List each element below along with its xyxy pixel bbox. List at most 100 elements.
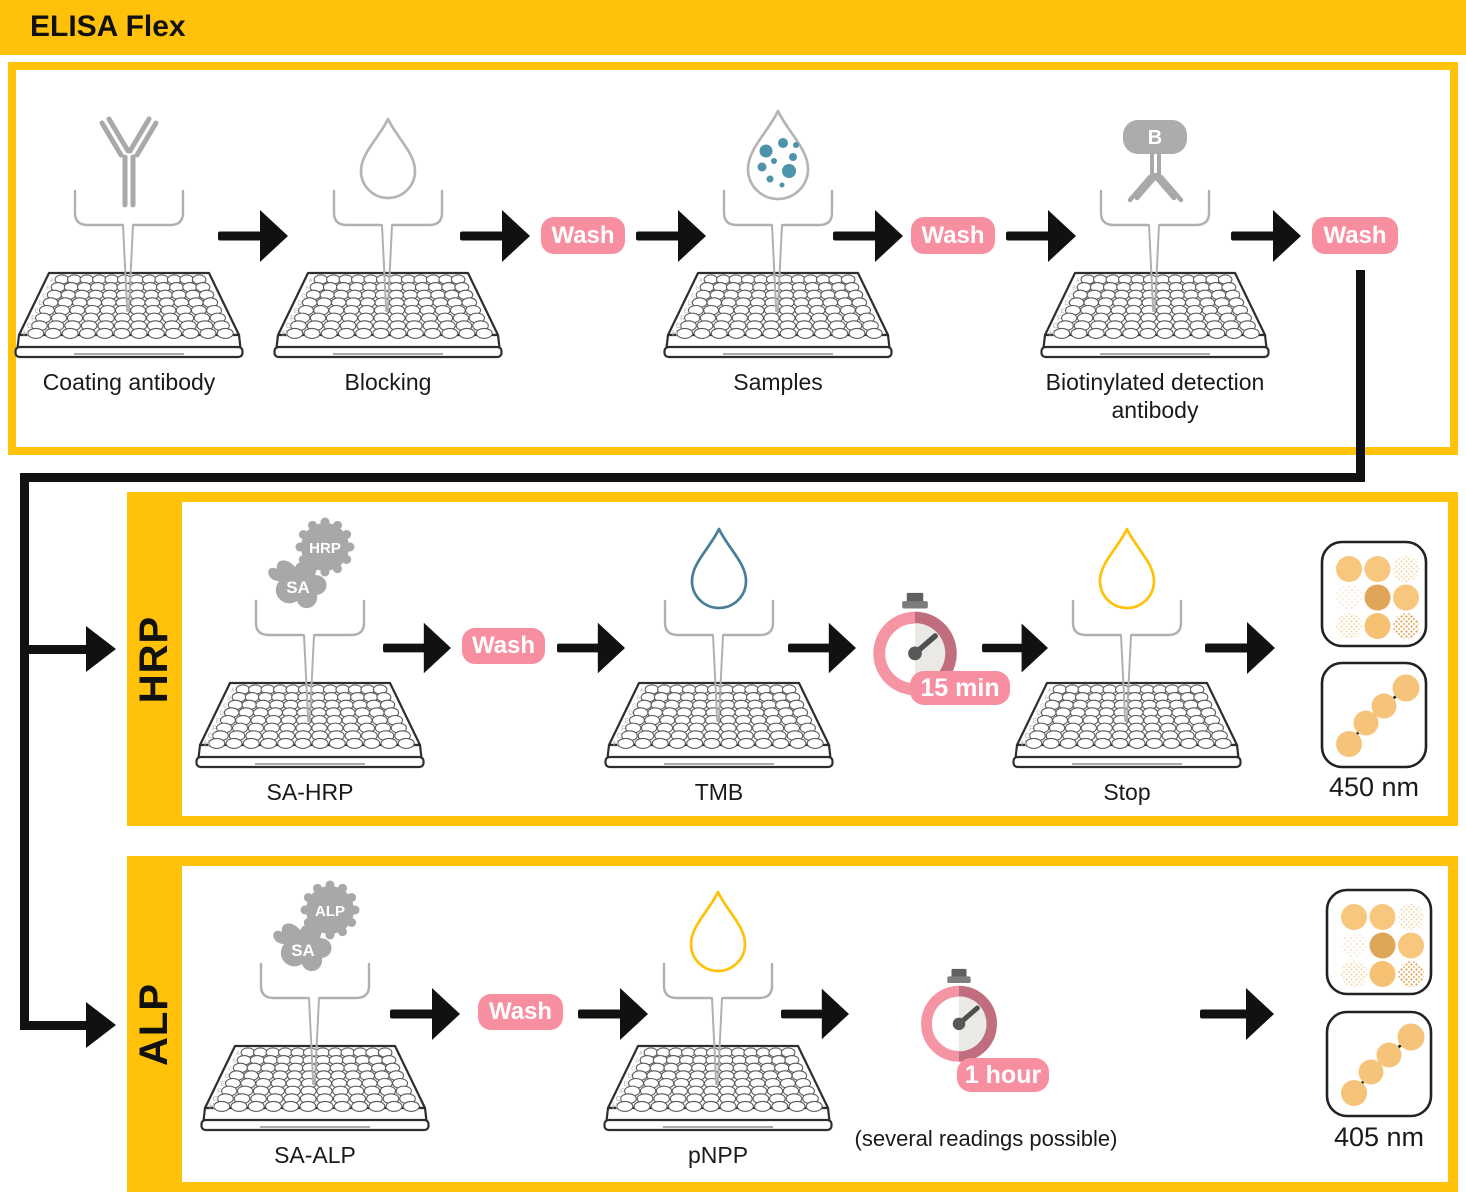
svg-text:D: D: [628, 710, 633, 717]
flow-arrow-icon: [833, 210, 903, 262]
svg-text:C: C: [228, 1066, 232, 1072]
svg-text:C: C: [301, 293, 305, 299]
svg-text:HRP: HRP: [309, 540, 341, 557]
svg-text:G: G: [213, 1094, 219, 1103]
svg-text:E: E: [216, 718, 221, 725]
svg-text:E: E: [221, 1081, 226, 1088]
svg-text:B: B: [1148, 127, 1162, 149]
hrp-tag: HRP: [127, 492, 182, 826]
wash-label: Wash: [921, 221, 985, 249]
flow-arrow-icon: [982, 623, 1048, 673]
svg-text:H: H: [204, 739, 210, 748]
svg-text:G: G: [27, 321, 33, 330]
flow-arrow-icon: [557, 622, 625, 674]
wash-badge: Wash: [462, 628, 545, 664]
svg-text:B: B: [46, 286, 50, 292]
svg-text:F: F: [290, 316, 294, 323]
wash-label: Wash: [551, 221, 615, 249]
svg-text:G: G: [1025, 731, 1031, 740]
svg-text:A: A: [699, 278, 703, 284]
svg-text:B: B: [636, 696, 640, 702]
flow-arrow-icon: [390, 988, 460, 1040]
svg-text:H: H: [209, 1102, 215, 1111]
top-panel-inner: [16, 70, 1450, 447]
svg-text:D: D: [627, 1073, 632, 1080]
svg-text:G: G: [616, 1094, 622, 1103]
connector-line: [20, 473, 1365, 482]
svg-text:G: G: [208, 731, 214, 740]
step-label: SA-ALP: [274, 1142, 356, 1168]
svg-text:A: A: [236, 1051, 240, 1057]
svg-text:F: F: [1057, 316, 1061, 323]
alp-tag: ALP: [127, 856, 182, 1192]
wash-badge: Wash: [541, 217, 625, 254]
svg-text:B: B: [227, 696, 231, 702]
svg-text:B: B: [635, 1059, 639, 1065]
step-label: Stop: [1103, 779, 1151, 805]
standard-curve-readout: [1325, 1010, 1433, 1118]
arrowhead-icon: [86, 626, 116, 672]
svg-text:G: G: [617, 731, 623, 740]
well-grid-readout: [1320, 540, 1428, 648]
well-grid-readout: [1325, 888, 1433, 996]
svg-text:A: A: [50, 278, 54, 284]
svg-text:A: A: [1076, 278, 1080, 284]
wash-badge: Wash: [478, 994, 563, 1030]
svg-text:C: C: [632, 703, 636, 709]
alp-panel: ALP: [127, 856, 1458, 1192]
wavelength-label: 450 nm: [1328, 772, 1420, 802]
page-title: ELISA Flex: [30, 10, 186, 43]
svg-text:B: B: [695, 286, 699, 292]
svg-text:E: E: [684, 308, 689, 315]
flow-arrow-icon: [1006, 210, 1076, 262]
svg-text:C: C: [691, 293, 695, 299]
svg-text:D: D: [1036, 710, 1041, 717]
connector-line: [20, 1021, 86, 1030]
svg-text:C: C: [223, 703, 227, 709]
svg-text:A: A: [640, 688, 644, 694]
svg-text:H: H: [1049, 329, 1055, 338]
svg-text:C: C: [631, 1066, 635, 1072]
svg-text:H: H: [612, 1102, 618, 1111]
step-label: Coating antibody: [42, 369, 216, 395]
connector-line: [1356, 270, 1365, 482]
flow-arrow-icon: [1200, 988, 1274, 1040]
svg-text:B: B: [232, 1059, 236, 1065]
svg-text:H: H: [613, 739, 619, 748]
stopwatch-icon: [921, 968, 997, 1062]
connector-line: [20, 645, 86, 654]
svg-text:D: D: [219, 710, 224, 717]
svg-text:H: H: [1021, 739, 1027, 748]
wash-badge: Wash: [911, 217, 995, 254]
svg-text:B: B: [305, 286, 309, 292]
flow-arrow-icon: [383, 622, 451, 674]
readings-note: (several readings possible): [854, 1126, 1118, 1151]
svg-text:G: G: [676, 321, 682, 330]
svg-text:F: F: [217, 1089, 221, 1096]
svg-text:F: F: [212, 726, 216, 733]
wavelength-label: 405 nm: [1333, 1122, 1425, 1152]
arrowhead-icon: [86, 1002, 116, 1048]
hrp-tag-label: HRP: [132, 615, 177, 703]
svg-text:SA: SA: [291, 941, 315, 960]
svg-text:F: F: [1029, 726, 1033, 733]
svg-text:H: H: [23, 329, 29, 338]
svg-text:C: C: [1068, 293, 1072, 299]
wash-label: Wash: [488, 998, 553, 1025]
svg-text:A: A: [1048, 688, 1052, 694]
svg-text:D: D: [224, 1073, 229, 1080]
svg-text:A: A: [309, 278, 313, 284]
